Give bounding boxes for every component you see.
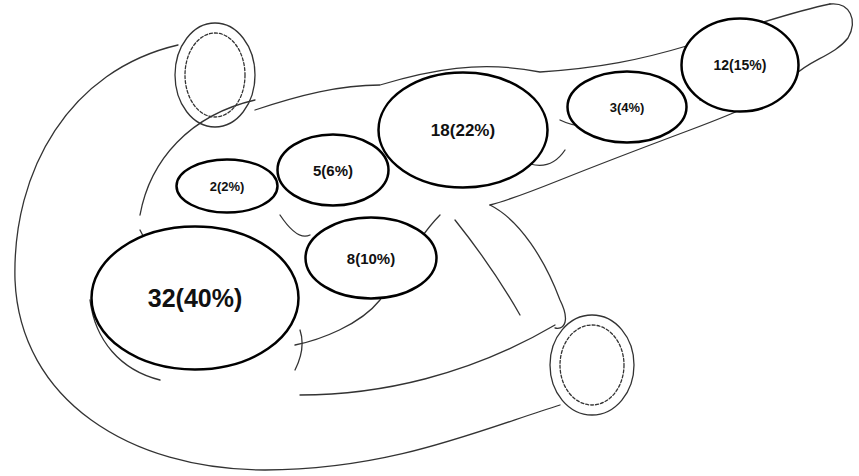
case-count: 18(22%) — [431, 122, 495, 139]
site-ellipse: 5(6%) — [276, 133, 390, 207]
site-ellipse: 18(22%) — [377, 71, 549, 189]
case-count: 32(40%) — [148, 286, 243, 311]
site-ellipse: 32(40%) — [90, 225, 300, 371]
case-count: 8(10%) — [347, 251, 395, 266]
case-count: 5(6%) — [313, 163, 353, 178]
site-ellipse: 3(4%) — [566, 70, 688, 144]
case-count: 12(15%) — [714, 58, 767, 72]
site-ellipse: 2(2%) — [175, 158, 279, 214]
case-count: 2(2%) — [210, 180, 245, 193]
case-count: 3(4%) — [610, 101, 645, 114]
site-ellipse: 12(15%) — [680, 17, 800, 113]
site-ellipse: 8(10%) — [304, 216, 438, 300]
